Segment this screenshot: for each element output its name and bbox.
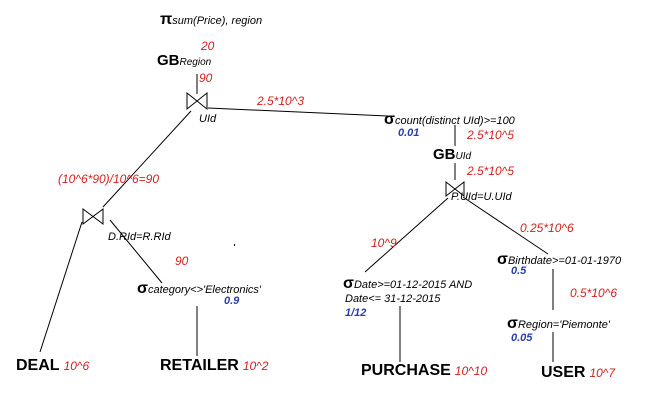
cardinality-purchase-branch: 10^9 [371, 236, 397, 250]
date-selection-selectivity: 1/12 [345, 307, 367, 319]
edge-join-top-to-deal-join [102, 110, 192, 208]
count-selection-symbol: σ [384, 111, 395, 128]
join-top-bowtie-icon [186, 91, 208, 111]
cardinality-left-branch: (10^6*90)/10^6=90 [58, 172, 160, 186]
join-top-condition: UId [199, 113, 217, 125]
join-deal-condition: D.RId=R.RId [108, 231, 171, 243]
group-by-uid-label: GB [433, 146, 456, 163]
projection-node: πsum(Price), region [160, 12, 262, 28]
group-by-region-node: GBRegion [157, 53, 211, 69]
leaf-purchase-name: PURCHASE [361, 362, 451, 379]
cardinality-user-branch: 0.25*10^6 [520, 221, 574, 235]
leaf-retailer-name: RETAILER [160, 357, 239, 374]
projection-text: sum(Price), region [172, 15, 263, 27]
stray-mark [234, 244, 235, 246]
cardinality-above-join-user: 2.5*10^5 [467, 164, 515, 178]
category-selection-symbol: σ [137, 280, 148, 297]
leaf-retailer-count: 10^2 [242, 359, 269, 373]
cardinality-above-region-selection: 0.5*10^6 [570, 286, 618, 300]
cardinality-above-join-top: 90 [199, 71, 213, 85]
count-selection-node: σcount(distinct UId)>=100 [384, 112, 515, 128]
group-by-region-sub: Region [179, 57, 212, 68]
leaf-user-count: 10^7 [589, 366, 616, 380]
category-selection-node: σcategory<>'Electronics' [137, 281, 261, 297]
leaf-deal-name: DEAL [16, 357, 60, 374]
region-selection-symbol: σ [507, 315, 518, 332]
edge-deal-join-to-deal [39, 221, 83, 353]
edge-join-top-to-count-selection [207, 107, 389, 117]
region-selection-text: Region='Piemonte' [517, 319, 610, 331]
leaf-user-name: USER [541, 364, 586, 381]
birthdate-selection-symbol: σ [497, 251, 508, 268]
birthdate-selection-node: σBirthdate>=01-01-1970 [497, 252, 621, 268]
date-selection-line2: Date<= 31-12-2015 [345, 293, 441, 305]
category-selection-selectivity: 0.9 [224, 295, 240, 307]
join-user-condition: P.UId=U.UId [451, 191, 512, 203]
edge-user-join-to-purchase-selection [364, 197, 449, 273]
birthdate-selection-text: Birthdate>=01-01-1970 [507, 255, 622, 267]
date-selection-symbol: σ [343, 275, 354, 292]
cardinality-above-gb-region: 20 [201, 39, 215, 53]
count-selection-selectivity: 0.01 [398, 127, 420, 139]
group-by-region-label: GB [157, 52, 180, 69]
cardinality-above-gb-uid: 2.5*10^5 [467, 128, 515, 142]
region-selection-selectivity: 0.05 [511, 332, 533, 344]
date-selection-line1: Date>=01-12-2015 AND [353, 279, 473, 291]
group-by-uid-sub: UId [455, 151, 472, 162]
edge-user-join-to-birth-selection [462, 196, 549, 255]
date-selection-node: σDate>=01-12-2015 AND [343, 276, 472, 292]
cardinality-join-top-right: 2.5*10^3 [257, 94, 305, 108]
projection-symbol: π [160, 11, 173, 28]
join-deal-bowtie-icon [82, 208, 104, 225]
leaf-deal-count: 10^6 [63, 359, 90, 373]
category-selection-text: category<>'Electronics' [147, 284, 261, 296]
join-user-bowtie-icon [445, 180, 465, 198]
birthdate-selection-selectivity: 0.5 [511, 265, 527, 277]
leaf-purchase-count: 10^10 [454, 364, 488, 378]
cardinality-retailer-branch: 90 [175, 254, 189, 268]
count-selection-text: count(distinct UId)>=100 [394, 115, 515, 127]
edge-deal-join-to-category-selection [109, 219, 163, 284]
group-by-uid-node: GBUId [433, 147, 471, 163]
region-selection-node: σRegion='Piemonte' [507, 316, 610, 332]
